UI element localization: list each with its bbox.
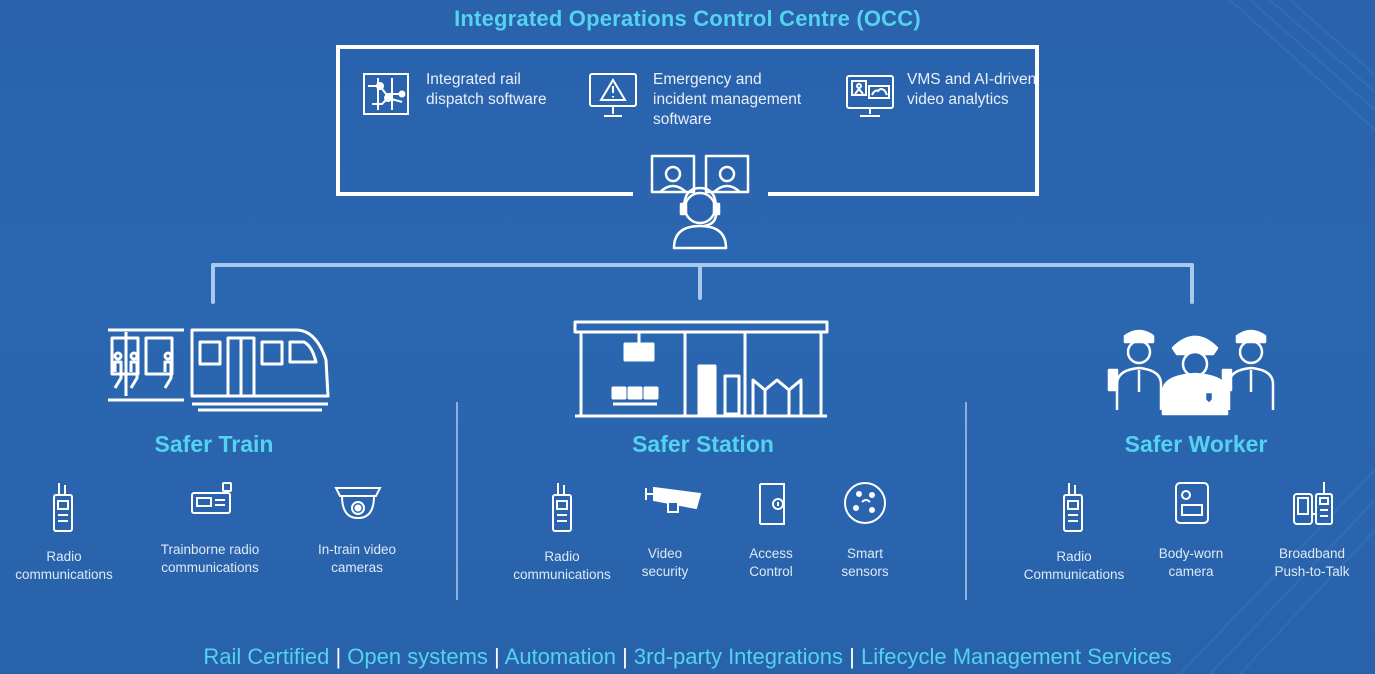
occ-item-emergency: [588, 72, 638, 127]
footer-item: Open systems: [347, 644, 488, 669]
train-device-trainborne: [190, 481, 236, 522]
worker-device-radio-label: Radio Communications: [1014, 548, 1134, 584]
security-camera-icon: [645, 486, 702, 513]
label-line: communications: [15, 567, 113, 582]
station-device-video: [644, 484, 704, 521]
station-device-access-label: Access Control: [731, 545, 811, 581]
footer-item: 3rd-party Integrations: [633, 644, 844, 669]
label-line: security: [641, 564, 689, 579]
label-line: incident management: [653, 91, 802, 108]
label-line: VMS and AI-driven: [907, 71, 1037, 88]
footer-item: Automation: [504, 644, 616, 669]
station-device-video-label: Video security: [625, 545, 705, 581]
video-analytics-monitor-icon: [846, 75, 894, 117]
label-line: camera: [1168, 564, 1214, 579]
warning-monitor-icon: [589, 73, 637, 117]
worker-device-bodycam-label: Body-worn camera: [1151, 545, 1231, 581]
radio-icon: [53, 483, 73, 532]
label-line: communications: [161, 560, 259, 575]
worker-device-ptt: [1292, 480, 1340, 531]
occ-item-vms-label: VMS and AI-driven video analytics: [907, 70, 1036, 110]
label-line: Radio: [544, 549, 580, 564]
station-device-sensors: [842, 480, 888, 531]
occ-item-dispatch: [362, 72, 410, 121]
section-title-safer-station: Safer Station: [632, 431, 774, 457]
label-line: sensors: [841, 564, 889, 579]
label-line: video analytics: [907, 91, 1009, 108]
footer-tagline: Rail Certified | Open systems | Automati…: [0, 644, 1375, 670]
train-device-radio: [51, 481, 77, 540]
label-line: communications: [513, 567, 611, 582]
train-illustration: [106, 326, 332, 417]
train-device-trainborne-label: Trainborne radio communications: [150, 541, 270, 577]
label-line: cameras: [331, 560, 383, 575]
label-line: dispatch software: [426, 91, 547, 108]
label-line: Broadband: [1278, 546, 1346, 561]
label-line: Integrated rail: [426, 71, 521, 88]
radio-icon: [552, 483, 572, 532]
footer-separator: |: [622, 644, 628, 669]
access-control-icon: [759, 483, 785, 525]
label-line: Trainborne radio: [160, 542, 260, 557]
workers-illustration: [1107, 322, 1283, 421]
label-line: Push-to-Talk: [1274, 564, 1350, 579]
dome-camera-icon: [334, 487, 382, 520]
occ-title: Integrated Operations Control Centre (OC…: [454, 6, 921, 31]
station-device-radio-label: Radio communications: [502, 548, 622, 584]
station-device-access: [758, 482, 790, 531]
radio-icon: [1063, 483, 1083, 532]
footer-separator: |: [494, 644, 500, 669]
rail-dispatch-map-icon: [363, 73, 409, 115]
smart-sensor-icon: [844, 482, 886, 524]
section-title-safer-train: Safer Train: [154, 431, 274, 457]
station-illustration: [573, 320, 829, 423]
footer-item: Rail Certified: [203, 644, 330, 669]
section-title-safer-worker: Safer Worker: [1124, 431, 1268, 457]
label-line: Radio: [1056, 549, 1092, 564]
worker-device-bodycam: [1174, 481, 1210, 532]
label-line: Access: [749, 546, 793, 561]
workers-icon: [1107, 329, 1275, 416]
train-icon: [108, 328, 330, 412]
trainborne-radio-icon: [191, 482, 232, 514]
label-line: Radio: [46, 549, 82, 564]
occ-item-vms: [845, 74, 895, 125]
station-device-radio: [550, 481, 576, 540]
operator-headset-icon: [650, 154, 750, 250]
label-line: Emergency and: [653, 71, 762, 88]
footer-item: Lifecycle Management Services: [861, 644, 1172, 669]
occ-item-dispatch-label: Integrated rail dispatch software: [426, 70, 547, 110]
worker-device-ptt-label: Broadband Push-to-Talk: [1262, 545, 1362, 581]
label-line: Body-worn: [1158, 546, 1224, 561]
station-device-sensors-label: Smart sensors: [825, 545, 905, 581]
label-line: In-train video: [317, 542, 397, 557]
occ-operator: [648, 152, 754, 255]
worker-device-radio: [1061, 481, 1087, 540]
label-line: Smart: [846, 546, 883, 561]
label-line: Video: [647, 546, 683, 561]
train-device-camera-label: In-train video cameras: [297, 541, 417, 577]
body-camera-icon: [1175, 482, 1209, 524]
footer-separator: |: [849, 644, 855, 669]
label-line: software: [653, 111, 712, 128]
label-line: Control: [749, 564, 793, 579]
train-device-radio-label: Radio communications: [4, 548, 124, 584]
broadband-ptt-icon: [1293, 482, 1333, 525]
train-device-camera: [334, 484, 382, 527]
occ-item-emergency-label: Emergency and incident management softwa…: [653, 70, 801, 130]
label-line: Communications: [1023, 567, 1125, 582]
station-icon: [573, 320, 829, 418]
footer-separator: |: [335, 644, 342, 669]
